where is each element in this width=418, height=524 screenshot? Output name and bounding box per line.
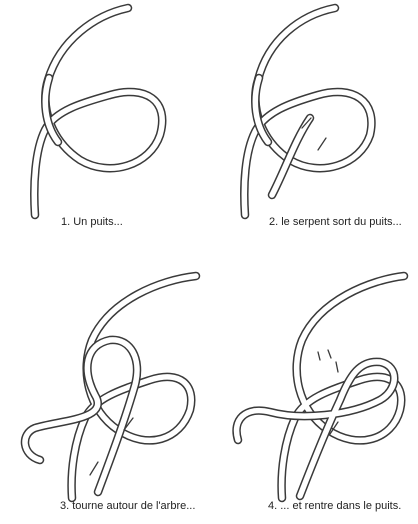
step-1-illustration <box>34 8 162 215</box>
step-4-illustration <box>237 276 404 498</box>
step-1-caption: 1. Un puits... <box>61 216 123 228</box>
step-3-illustration <box>25 276 196 498</box>
step-3-caption: 3. tourne autour de l'arbre... <box>60 500 195 512</box>
step-2-caption: 2. le serpent sort du puits... <box>269 216 402 228</box>
step-2-illustration <box>244 8 371 215</box>
step-4-working-end <box>237 362 395 496</box>
step-1-standing-part <box>34 8 162 215</box>
step-2-standing-part <box>244 8 371 215</box>
step-4-caption: 4. ... et rentre dans le puits. <box>268 500 401 512</box>
